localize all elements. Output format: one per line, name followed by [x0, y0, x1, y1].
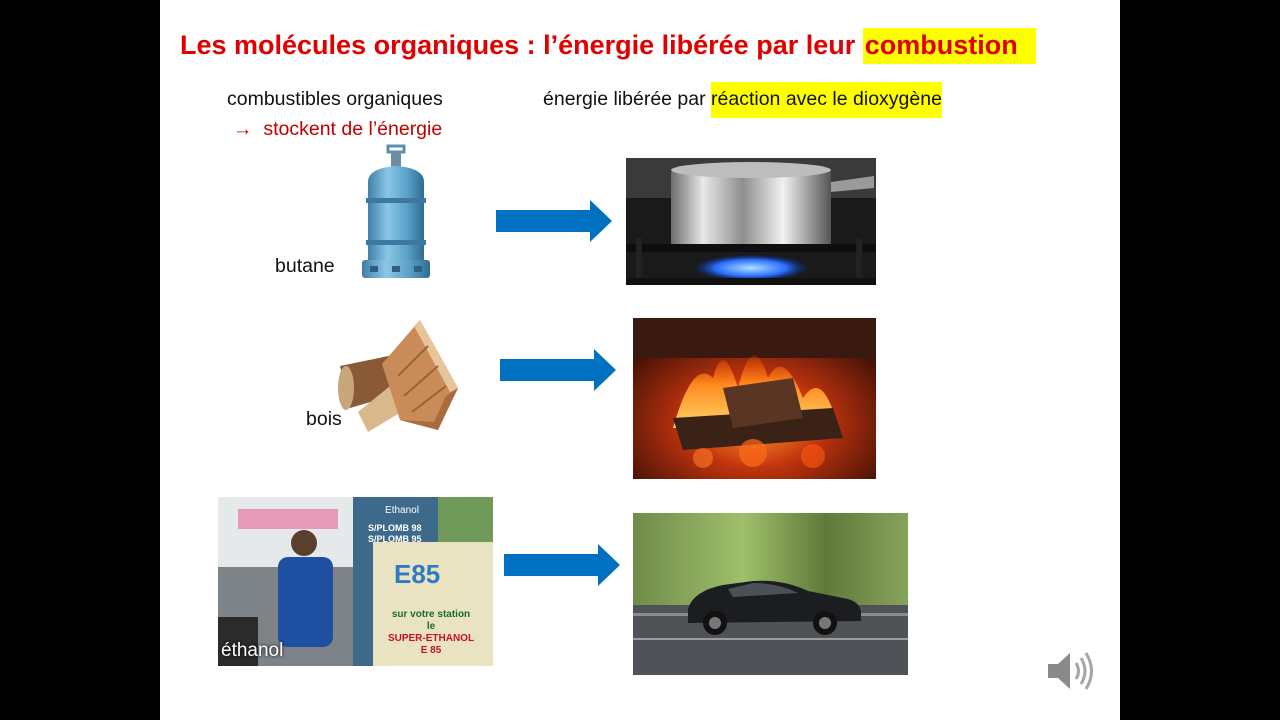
header-left: combustibles organiques — [227, 88, 443, 110]
speaker-icon[interactable] — [1044, 647, 1096, 695]
pump-line-1: sur votre station — [391, 609, 471, 620]
slide-title: Les molécules organiques : l’énergie lib… — [180, 28, 1036, 64]
header-left-sub: → stockent de l’énergie — [233, 118, 442, 141]
butane-cylinder-image — [358, 142, 434, 282]
row-label-ethanol: éthanol — [221, 640, 284, 661]
arrow-right-icon — [504, 544, 620, 586]
arrow-right-icon — [496, 200, 612, 242]
gas-stove-pot-image — [626, 158, 876, 285]
ethanol-pump-image: Ethanol S/PLOMB 98 S/PLOMB 95 E85 sur vo… — [218, 497, 493, 666]
right-arrow-icon: → — [233, 118, 253, 140]
pump-sign-top: Ethanol — [385, 505, 419, 516]
row-label-butane: butane — [275, 255, 335, 277]
firewood-logs-image — [338, 316, 462, 434]
pump-line-3: SUPER-ETHANOL — [387, 633, 475, 644]
row-label-bois: bois — [306, 408, 342, 430]
pump-price-2: S/PLOMB 95 — [368, 534, 422, 544]
header-right: énergie libérée par réaction avec le dio… — [543, 82, 942, 118]
slide: Les molécules organiques : l’énergie lib… — [160, 0, 1120, 720]
fire-burning-image — [633, 318, 876, 479]
pump-line-4: E 85 — [420, 645, 442, 656]
title-highlight: combustion — [862, 28, 1036, 64]
pump-price-1: S/PLOMB 98 — [368, 523, 422, 533]
header-right-highlight: réaction avec le dioxygène — [711, 82, 942, 118]
pump-line-2: le — [426, 621, 436, 632]
moving-car-image — [633, 513, 908, 675]
arrow-right-icon — [500, 349, 616, 391]
pump-e85-logo: E85 — [394, 559, 441, 589]
title-main: Les molécules organiques : l’énergie lib… — [180, 30, 863, 60]
header-right-prefix: énergie libérée par — [543, 88, 712, 110]
header-left-sub-text: stockent de l’énergie — [263, 118, 443, 140]
